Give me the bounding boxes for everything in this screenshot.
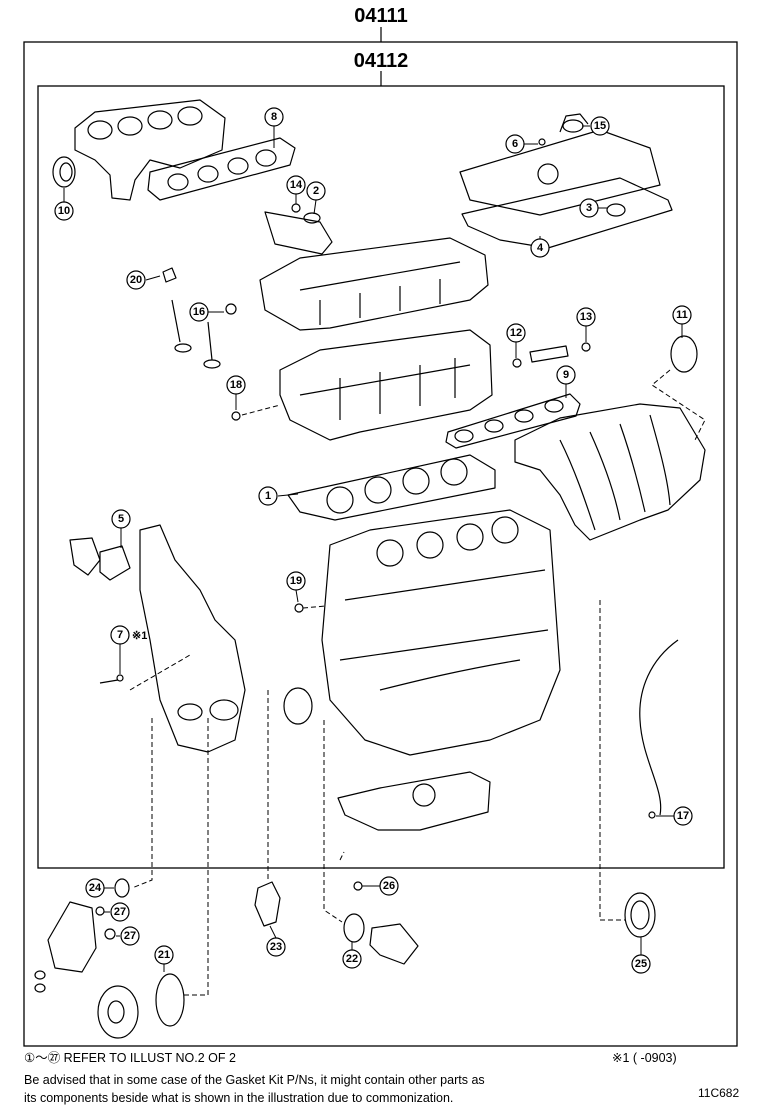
callout-14: 14 <box>290 179 303 191</box>
intake-outlet-gasket-drawing <box>670 335 698 373</box>
callout-10: 10 <box>58 205 70 217</box>
note-mark: ※1 <box>132 630 147 642</box>
intake-manifold-drawing <box>514 403 706 541</box>
callout-8: 8 <box>271 111 277 123</box>
timing-cover-drawing <box>139 524 246 753</box>
outlet-drawing <box>343 913 419 965</box>
o-ring-drawing <box>294 603 304 613</box>
callout-26: 26 <box>383 880 395 892</box>
callout-13: 13 <box>580 311 592 323</box>
callout-2: 2 <box>313 185 319 197</box>
inner-kit-frame <box>37 85 725 869</box>
callout-7: 7 <box>117 629 123 641</box>
cylinder-head-drawing <box>279 329 493 441</box>
o-ring-drawing <box>231 411 241 421</box>
head-gasket-drawing <box>287 454 496 521</box>
thermostat-housing-drawing <box>69 537 131 581</box>
callout-1: 1 <box>265 490 271 502</box>
valve-drawing <box>171 299 237 369</box>
callout-25: 25 <box>635 958 647 970</box>
callout-21: 21 <box>158 949 170 961</box>
callout-27b: 27 <box>124 930 136 942</box>
dipstick-drawing <box>639 639 679 819</box>
callout-24: 24 <box>89 882 102 894</box>
intake-gasket-drawing <box>445 393 581 449</box>
callout-5: 5 <box>118 513 124 525</box>
callout-6: 6 <box>512 138 518 150</box>
callout-20: 20 <box>130 274 142 286</box>
callout-23: 23 <box>270 941 282 953</box>
outer-kit-frame <box>23 41 738 1047</box>
callout-15: 15 <box>594 120 606 132</box>
sensor-drawing <box>264 211 333 255</box>
exhaust-manifold-drawing <box>74 99 226 201</box>
oil-pan-drawing <box>337 771 491 831</box>
callout-27a: 27 <box>114 906 126 918</box>
inner-kit-number: 04112 <box>354 50 409 72</box>
valve-cover-gasket-drawing <box>461 177 673 249</box>
advisory-line-1: Be advised that in some case of the Gask… <box>24 1073 485 1087</box>
exhaust-gasket-drawing <box>147 137 296 201</box>
callout-9: 9 <box>563 369 569 381</box>
callout-17: 17 <box>677 810 689 822</box>
callout-22: 22 <box>346 953 358 965</box>
cam-housing-drawing <box>259 237 489 331</box>
water-pump-drawing <box>34 901 185 1039</box>
injector-drawing <box>512 342 591 368</box>
callout-12: 12 <box>510 327 522 339</box>
advisory-line-2: its components beside what is shown in t… <box>24 1091 454 1105</box>
engine-block-drawing <box>321 509 561 756</box>
housing-drawing <box>254 881 281 927</box>
front-seal-drawing <box>52 156 76 188</box>
valve-cover-drawing <box>459 113 661 216</box>
illustration-id: 11C682 <box>698 1086 740 1100</box>
applicability-note: ※1 ( -0903) <box>612 1051 677 1065</box>
rear-seal-drawing <box>624 892 656 938</box>
outer-kit-number: 04111 <box>354 5 407 27</box>
refer-note: ①～㉗ REFER TO ILLUST NO.2 OF 2 <box>24 1051 236 1065</box>
callout-11: 11 <box>676 309 688 321</box>
callout-4: 4 <box>537 242 544 254</box>
callout-18: 18 <box>230 379 242 391</box>
callout-3: 3 <box>586 202 592 214</box>
callout-16: 16 <box>193 306 205 318</box>
o-ring-drawing <box>283 687 313 725</box>
callout-19: 19 <box>290 575 302 587</box>
